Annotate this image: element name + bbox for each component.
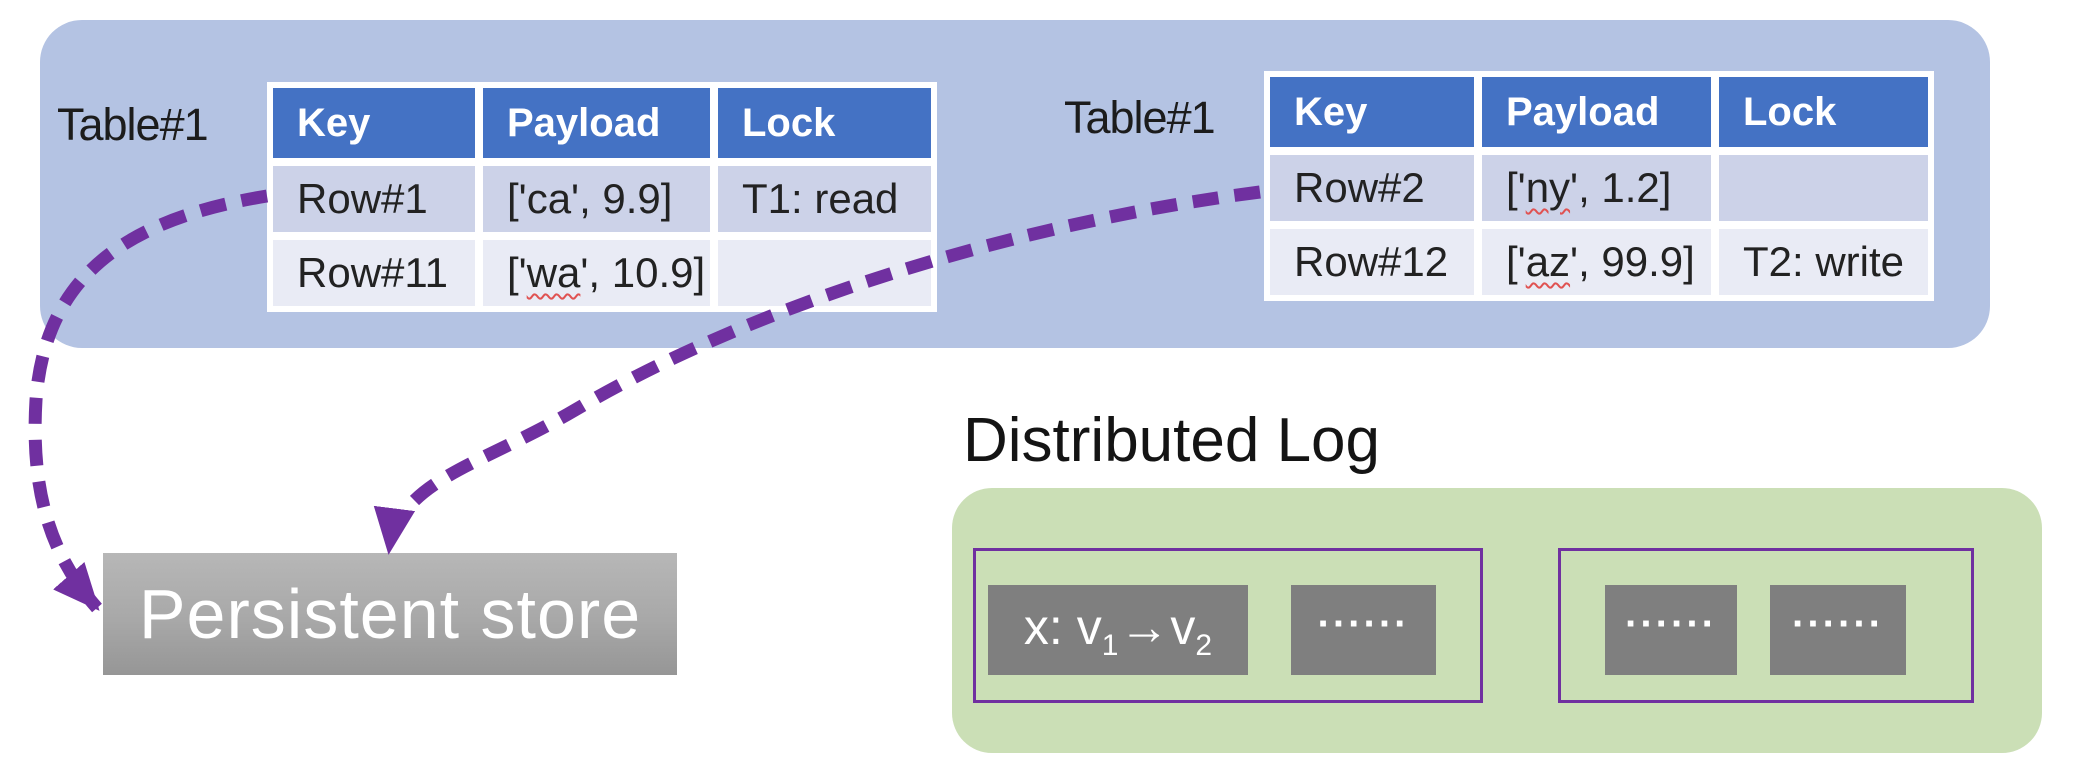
table-right-header-payload: Payload	[1482, 77, 1711, 147]
table-row-payload-cell: ['wa', 10.9]	[483, 240, 710, 306]
table-row-payload-cell: ['ny', 1.2]	[1482, 155, 1711, 221]
payload-word: ny	[1525, 164, 1571, 211]
table-row-payload-cell: ['az', 99.9]	[1482, 229, 1711, 295]
table-row-payload-cell: ['ca', 9.9]	[483, 166, 710, 232]
table-left-label: Table#1	[57, 99, 209, 150]
table-left-header-payload: Payload	[483, 88, 710, 158]
record-sub2: 2	[1195, 628, 1213, 662]
persistent-store-box: Persistent store	[103, 553, 677, 675]
payload-word: wa	[526, 249, 581, 296]
table-row-key-cell: Row#2	[1270, 155, 1474, 221]
table-row-lock-cell	[718, 240, 931, 306]
log-entry-dots: ······	[1291, 585, 1436, 675]
table-right-header-lock: Lock	[1719, 77, 1928, 147]
record-sub1: 1	[1101, 628, 1119, 662]
table-row-lock-cell: T1: read	[718, 166, 931, 232]
payload-word: ca	[526, 175, 572, 222]
payload-post: ', 99.9]	[1570, 238, 1695, 285]
table-row-key-cell: Row#12	[1270, 229, 1474, 295]
payload-post: ', 1.2]	[1570, 164, 1672, 211]
payload-pre: ['	[507, 175, 527, 222]
payload-pre: ['	[1506, 164, 1526, 211]
table-row-lock-cell: T2: write	[1719, 229, 1928, 295]
log-entry-dots: ······	[1605, 585, 1737, 675]
distributed-log-title: Distributed Log	[963, 406, 1381, 475]
payload-post: ', 9.9]	[571, 175, 673, 222]
payload-pre: ['	[1506, 238, 1526, 285]
record-base2: v	[1170, 598, 1196, 655]
payload-word: az	[1525, 238, 1571, 285]
table-right-header-key: Key	[1270, 77, 1474, 147]
log-entry-dots: ······	[1770, 585, 1906, 675]
table-row-lock-cell	[1719, 155, 1928, 221]
table-row-key-cell: Row#11	[273, 240, 475, 306]
ellipsis-dots: ······	[1792, 602, 1884, 646]
table-left-header-lock: Lock	[718, 88, 931, 158]
payload-post: ', 10.9]	[580, 249, 706, 296]
table-right-label: Table#1	[1064, 92, 1216, 143]
table-right: Key Payload Lock Row#2 ['ny', 1.2] Row#1…	[1264, 71, 1934, 301]
ellipsis-dots: ······	[1625, 602, 1717, 646]
log-record-x-v1-v2: x: v1→v2	[988, 585, 1248, 675]
table-left-header-key: Key	[273, 88, 475, 158]
log-segment-2	[1558, 548, 1974, 703]
record-arrow-glyph: →	[1119, 598, 1170, 655]
persistent-store-label: Persistent store	[138, 575, 642, 653]
payload-pre: ['	[507, 249, 527, 296]
table-left: Key Payload Lock Row#1 ['ca', 9.9] T1: r…	[267, 82, 937, 312]
record-prefix: x: v	[1023, 598, 1102, 655]
table-row-key-cell: Row#1	[273, 166, 475, 232]
ellipsis-dots: ······	[1317, 602, 1410, 646]
